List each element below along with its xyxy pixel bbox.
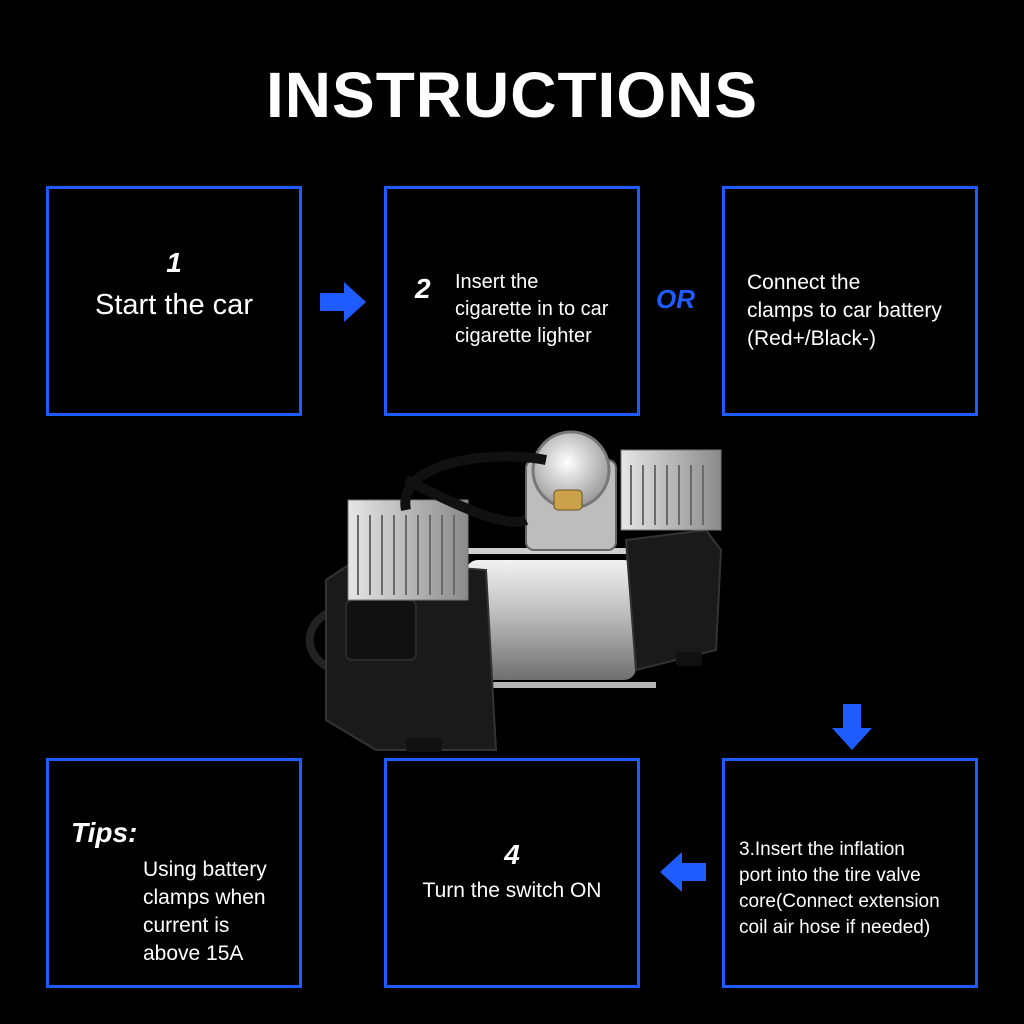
step-3-line: 3.Insert the inflation bbox=[739, 839, 905, 860]
step-2-alt-line: Connect the bbox=[747, 271, 861, 294]
step-2-alt-line: (Red+/Black-) bbox=[747, 327, 876, 350]
step-2-text: Insert the cigarette in to car cigarette… bbox=[455, 269, 641, 350]
step-2-alt-text: Connect the clamps to car battery (Red+/… bbox=[747, 269, 979, 353]
step-2-box: 2 Insert the cigarette in to car cigaret… bbox=[384, 186, 640, 416]
arrow-right-icon bbox=[320, 282, 366, 322]
tips-box: Tips: Using battery clamps when current … bbox=[46, 758, 302, 988]
step-3-line: core(Connect extension bbox=[739, 891, 940, 912]
tips-line: current is bbox=[143, 914, 230, 937]
page-title: INSTRUCTIONS bbox=[266, 59, 758, 131]
step-1-text: Start the car bbox=[95, 289, 253, 321]
step-4-text: Turn the switch ON bbox=[422, 879, 602, 902]
step-2-alt-box: Connect the clamps to car battery (Red+/… bbox=[722, 186, 978, 416]
tips-text: Using battery clamps when current is abo… bbox=[143, 856, 303, 968]
step-3-line: port into the tire valve bbox=[739, 865, 921, 886]
or-label: OR bbox=[656, 284, 695, 314]
arrow-down-icon bbox=[832, 704, 872, 750]
tips-line: Using battery bbox=[143, 858, 267, 881]
step-2-alt-line: clamps to car battery bbox=[747, 299, 942, 322]
tips-line: clamps when bbox=[143, 886, 266, 909]
step-3-line: coil air hose if needed) bbox=[739, 917, 931, 938]
arrow-left-icon bbox=[660, 852, 706, 892]
tips-line: above 15A bbox=[143, 942, 244, 965]
step-1-number: 1 bbox=[166, 247, 182, 278]
step-2-line: cigarette in to car bbox=[455, 298, 609, 320]
tips-label: Tips: bbox=[71, 817, 138, 848]
step-4-box: 4 Turn the switch ON bbox=[384, 758, 640, 988]
air-compressor-image bbox=[305, 430, 723, 752]
step-2-number: 2 bbox=[415, 273, 431, 304]
step-3-text: 3.Insert the inflation port into the tir… bbox=[739, 837, 979, 941]
step-3-box: 3.Insert the inflation port into the tir… bbox=[722, 758, 978, 988]
step-2-line: Insert the bbox=[455, 271, 539, 293]
step-2-line: cigarette lighter bbox=[455, 325, 592, 347]
step-1-box: 1 Start the car bbox=[46, 186, 302, 416]
step-4-number: 4 bbox=[504, 839, 520, 870]
